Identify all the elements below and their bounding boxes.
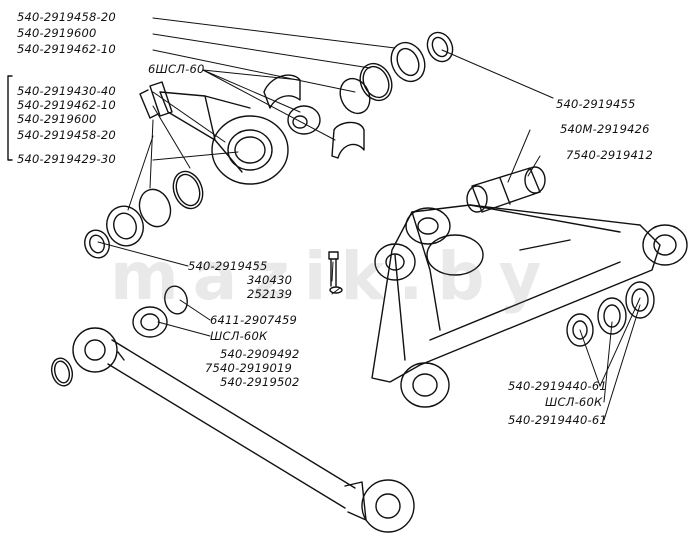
part-label: 540-2919600 (17, 26, 97, 40)
part-label: 540-2919430-40 (17, 84, 116, 98)
part-label: 540-2919440-61 (508, 379, 607, 393)
part-label: 540М-2919426 (560, 122, 650, 136)
part-label: 540-2919458-20 (17, 10, 116, 24)
snap-ring-rod (50, 357, 74, 387)
watermark: mazik.by (110, 238, 556, 315)
long-rod (72, 327, 415, 533)
label-group-bracket (7, 75, 13, 161)
part-label: 540-2919440-61 (508, 413, 607, 427)
part-label: ШСЛ-60К (210, 329, 268, 343)
washer-top (390, 41, 426, 83)
snap-ring-left (138, 188, 172, 228)
part-label: 540-2909492 (220, 347, 300, 361)
circlip-top (359, 62, 393, 102)
part-label: 6411-2907459 (210, 313, 298, 327)
part-label: 6ШСЛ-60 (148, 62, 205, 76)
part-label: 540-2919455 (188, 259, 268, 273)
triangular-lever (371, 204, 688, 408)
part-label: 540-2919600 (17, 112, 97, 126)
part-label: 540-2919462-10 (17, 98, 116, 112)
part-label: 252139 (247, 287, 293, 301)
washer-left (106, 205, 144, 247)
seal-ring-top (426, 31, 454, 63)
part-label: 540-2919429-30 (17, 152, 116, 166)
tie-rod-end (139, 81, 289, 185)
part-label: 7540-2919412 (566, 148, 654, 162)
bushing (466, 166, 546, 213)
bearing-set-right (566, 281, 655, 347)
bolt (328, 251, 343, 294)
part-label: 540-2919458-20 (17, 128, 116, 142)
snap-ring-top (339, 77, 371, 115)
leader-lines (97, 17, 641, 421)
bearing-cup-upper (263, 74, 365, 159)
part-label: 540-2919502 (220, 375, 300, 389)
part-label: 340430 (247, 273, 293, 287)
circlip-left (172, 170, 204, 210)
seal-ring-left (84, 229, 110, 259)
part-label: 540-2919462-10 (17, 42, 116, 56)
circlip-middle (164, 285, 188, 315)
bearing-middle (132, 306, 168, 338)
part-label: 7540-2919019 (205, 361, 293, 375)
spherical-ball (287, 105, 321, 135)
part-label: ШСЛ-60К (545, 395, 603, 409)
part-label: 540-2919455 (556, 97, 636, 111)
